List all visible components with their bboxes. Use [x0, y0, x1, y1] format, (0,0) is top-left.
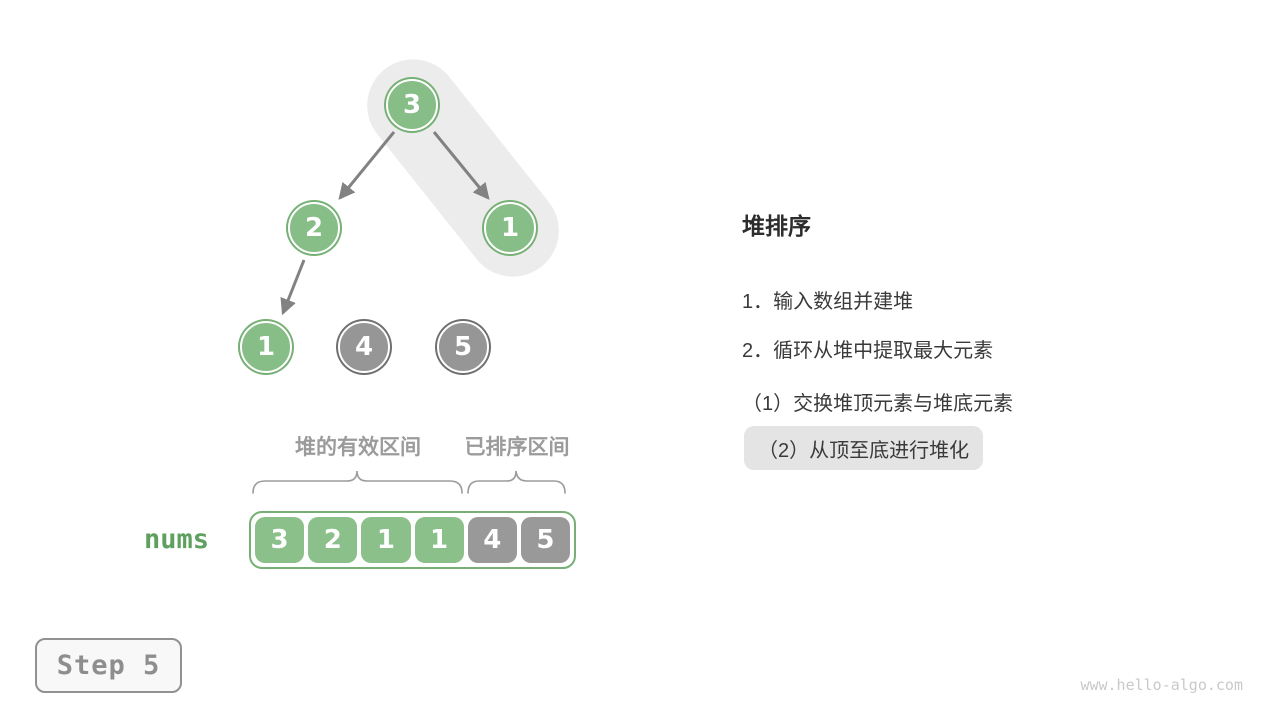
panel-step-1: 1．输入数组并建堆 [742, 291, 914, 313]
panel-title: 堆排序 [742, 213, 811, 239]
panel-step-2: 2．循环从堆中提取最大元素 [742, 340, 994, 362]
array-cell-1: 2 [308, 517, 358, 563]
array-cell-5: 5 [520, 517, 571, 563]
heap-interval-label: 堆的有效区间 [295, 436, 421, 459]
nums-array: 3 2 1 1 4 5 [249, 511, 576, 569]
array-cell-0: 3 [255, 517, 305, 563]
sorted-interval-label: 已排序区间 [464, 436, 570, 459]
heapify-path-highlight [348, 40, 578, 296]
panel-substep-2-highlighted: （2）从顶至底进行堆化 [744, 426, 984, 470]
step-badge: Step 5 [35, 638, 182, 693]
tree-node-1-right: 1 [484, 202, 536, 254]
array-cell-2: 1 [361, 517, 411, 563]
panel-substep-1: （1）交换堆顶元素与堆底元素 [742, 393, 1014, 415]
array-cell-4: 4 [467, 517, 517, 563]
tree-node-3: 3 [386, 79, 438, 131]
array-cell-3: 1 [414, 517, 464, 563]
tree-node-4-sorted: 4 [338, 321, 390, 373]
array-name-label: nums [144, 524, 210, 555]
watermark: www.hello-algo.com [1080, 676, 1243, 694]
edge-left-to-leftleft [280, 259, 306, 316]
sorted-interval-brace [467, 470, 566, 494]
tree-node-1-left: 1 [240, 321, 292, 373]
heap-interval-brace [252, 470, 463, 494]
interval-braces [252, 470, 566, 494]
tree-node-5-sorted: 5 [437, 321, 489, 373]
tree-node-2: 2 [288, 202, 340, 254]
